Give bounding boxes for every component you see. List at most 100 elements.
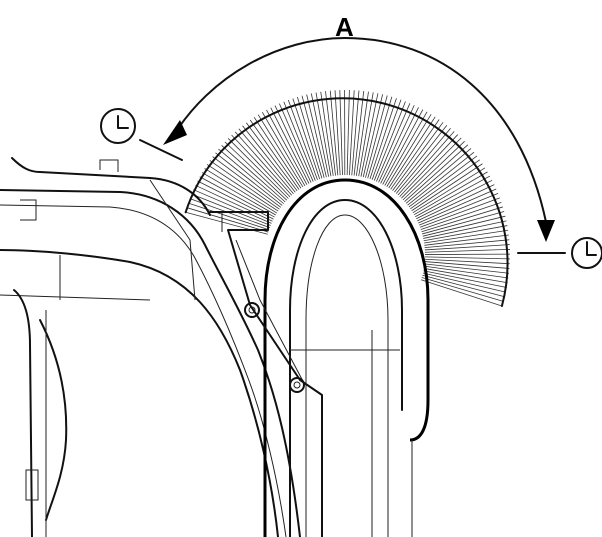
hatch-line <box>420 279 503 307</box>
hatch-line <box>405 148 472 204</box>
hatch-line <box>206 164 279 212</box>
sweep-outer-edge <box>184 97 509 307</box>
hatch-line <box>420 201 502 230</box>
hatch-line <box>384 111 428 186</box>
hatch-line <box>371 99 402 180</box>
hatch-line <box>386 114 432 187</box>
hatch-line <box>334 90 341 176</box>
guard-housing <box>0 157 301 537</box>
hatch-line <box>380 107 419 184</box>
hatch-line <box>329 90 339 176</box>
hatch-line <box>292 98 321 180</box>
hatch-line <box>257 114 304 188</box>
hatch-line <box>424 239 510 249</box>
hatch-line <box>199 176 275 218</box>
hatch-line <box>417 184 495 222</box>
hatch-line <box>242 125 296 193</box>
hatch-line <box>424 248 510 253</box>
hatch-line <box>424 265 509 279</box>
hatch-line <box>339 90 343 176</box>
hatch-line <box>325 91 336 176</box>
hatch-line <box>390 119 440 190</box>
hatch-line <box>411 163 483 212</box>
hatch-line <box>424 229 509 244</box>
hatch-line <box>245 122 298 192</box>
hatch-line <box>253 117 302 189</box>
hatch-line <box>419 197 500 228</box>
hatch-line <box>238 128 294 195</box>
hatch-line <box>408 155 478 208</box>
start-position-line <box>139 139 183 161</box>
hatch-line <box>186 207 269 233</box>
hatch-line <box>287 99 318 181</box>
hatch-line <box>353 91 365 176</box>
hatch-line <box>419 193 499 226</box>
hatch-line <box>362 94 383 178</box>
mounting-bracket <box>209 211 323 537</box>
rotation-label: A <box>335 12 354 42</box>
hatch-line <box>423 270 507 288</box>
side-panel <box>13 289 68 537</box>
hatch-line <box>399 134 459 197</box>
hatch-line <box>209 160 280 210</box>
hatch-line <box>358 92 374 177</box>
arrow-head-right <box>537 220 555 242</box>
hatch-line <box>212 156 282 208</box>
hatch-line <box>201 172 276 216</box>
bolt-icon <box>289 377 305 393</box>
bolt-icon <box>244 302 260 318</box>
hatch-line <box>373 101 406 181</box>
hatch-line <box>382 109 424 185</box>
hatch-line <box>249 119 300 190</box>
hatch-line <box>423 225 508 242</box>
hatch-line <box>306 94 327 178</box>
hatch-line <box>301 95 325 178</box>
hatch-line <box>204 168 278 214</box>
clock-icon <box>571 237 602 269</box>
hatch-line <box>215 152 283 206</box>
hatch-line <box>407 151 475 206</box>
hatch-line <box>422 272 506 293</box>
hatch-line <box>310 93 330 177</box>
hatch-line <box>261 112 306 186</box>
hatch-line <box>349 90 355 176</box>
hatch-line <box>224 141 288 201</box>
hatch-line <box>415 175 491 218</box>
hatch-line <box>218 148 284 204</box>
hatch-line <box>421 206 503 233</box>
hatch-line <box>355 91 369 176</box>
hatch-line <box>274 105 312 183</box>
hatch-line <box>422 215 506 237</box>
hatch-line <box>367 96 393 179</box>
hatch-line <box>424 261 510 269</box>
hatch-line <box>395 127 451 194</box>
hatch-line <box>421 277 504 302</box>
hatch-line <box>418 188 497 224</box>
arrow-head-left <box>163 120 187 145</box>
hatch-line <box>266 109 308 185</box>
hatch-line <box>279 103 314 182</box>
hatch-line <box>193 189 272 224</box>
hatch-line <box>423 220 507 239</box>
hatch-line <box>188 202 270 231</box>
hatch-line <box>227 138 289 199</box>
hatch-line <box>376 103 411 182</box>
hatch-line <box>401 137 462 199</box>
hatch-line <box>404 144 469 202</box>
hatch-line <box>422 274 505 298</box>
hatch-line <box>412 167 486 214</box>
hatch-line <box>297 96 323 179</box>
hatch-line <box>416 179 493 220</box>
hatch-line <box>422 211 505 235</box>
rotation-arc <box>163 37 555 242</box>
u-shaped-guard <box>263 178 430 537</box>
hatch-line <box>191 193 271 226</box>
hatch-line <box>413 171 488 216</box>
hatch-line <box>283 101 316 181</box>
swept-area-hatching <box>184 89 510 307</box>
hatch-line <box>231 134 291 198</box>
hatch-line <box>392 122 444 191</box>
hatch-line <box>221 145 286 203</box>
hatch-line <box>394 124 448 193</box>
